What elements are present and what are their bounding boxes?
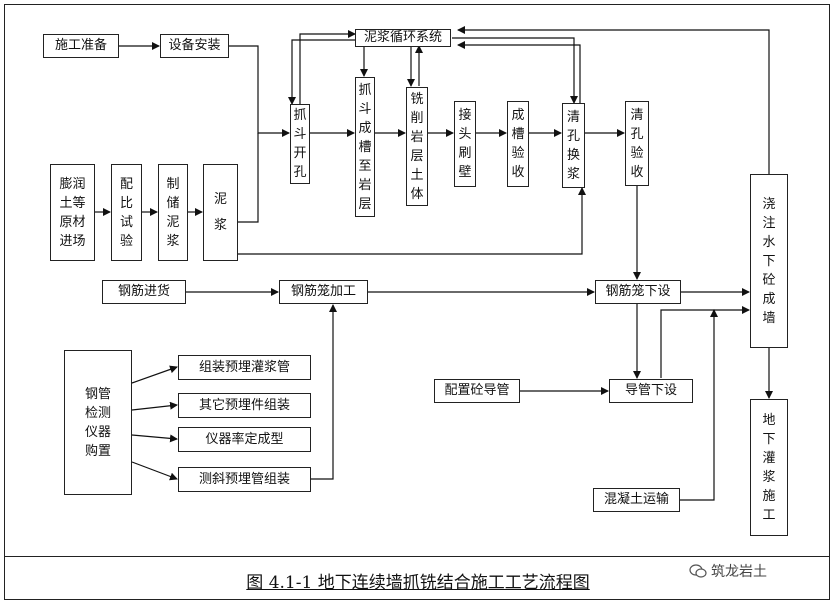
node-cage-fabrication: 钢筋笼加工 (279, 280, 368, 304)
node-mud-cycle-system: 泥浆循环系统 (355, 29, 451, 47)
node-label: 泥浆循环系统 (363, 30, 442, 46)
arrow-cycle-grabopen (288, 39, 355, 105)
arrow-grabopen-cycle (299, 30, 356, 104)
node-tremie-install: 导管下设 (609, 379, 693, 403)
arrow-clean-cycle (457, 41, 581, 103)
arrow-mud-clean (238, 187, 586, 255)
node-joint-brush: 接头刷壁 (454, 101, 476, 187)
node-mill-rock: 铣削岩层土体 (406, 87, 428, 206)
node-label: 测斜预埋管组装 (198, 471, 290, 487)
node-label: 成槽验收 (511, 108, 525, 180)
node-label: 制储泥浆 (166, 176, 180, 249)
node-label: 清孔验收 (630, 107, 644, 180)
node-label: 膨润土等原材进场 (59, 176, 86, 249)
line-mud-up (238, 133, 259, 223)
node-label: 清孔换浆 (567, 109, 581, 182)
arrow-cycle-clean (452, 37, 578, 104)
arrow-tremie-pour (660, 306, 750, 378)
node-label: 泥 浆 (214, 191, 228, 233)
node-mud: 泥 浆 (203, 164, 238, 261)
node-clean-check: 清孔验收 (625, 101, 649, 186)
figure-caption: 图 4.1-1 地下连续墙抓铣结合施工工艺流程图 (0, 568, 836, 593)
node-label: 地下灌浆施工 (762, 412, 776, 523)
arrow-pipe-other (131, 401, 178, 411)
node-cage-install: 钢筋笼下设 (595, 280, 681, 304)
node-label: 浇注水下砼成墙 (762, 196, 776, 326)
node-construction-prep: 施工准备 (43, 34, 119, 58)
node-label: 施工准备 (54, 38, 107, 54)
node-mix-test: 配比试验 (111, 164, 142, 261)
node-label: 混凝土运输 (603, 492, 669, 508)
node-label: 设备安装 (168, 38, 221, 54)
node-ground-grouting: 地下灌浆施工 (750, 399, 788, 536)
arrow-pour-cycle (457, 26, 770, 174)
node-clean-replace: 清孔换浆 (562, 103, 585, 188)
node-label: 导管下设 (624, 383, 677, 399)
node-tremie-config: 配置砼导管 (434, 379, 520, 403)
node-label: 钢筋笼加工 (290, 284, 356, 300)
node-pour-wall: 浇注水下砼成墙 (750, 174, 788, 348)
node-rebar-delivery: 钢筋进货 (102, 280, 186, 304)
caption-divider (4, 556, 830, 557)
arrow-pipe-incl (131, 461, 178, 481)
node-label: 钢管检测仪器购置 (84, 386, 111, 459)
node-label: 抓斗开孔 (293, 108, 307, 180)
node-label: 钢筋笼下设 (605, 284, 671, 300)
node-grout-pipe-assembly: 组装预埋灌浆管 (178, 355, 311, 380)
node-other-embedded: 其它预埋件组装 (178, 393, 311, 418)
node-concrete-transport: 混凝土运输 (593, 488, 680, 512)
node-trench-check: 成槽验收 (507, 101, 529, 187)
node-label: 抓斗成槽至岩层 (358, 82, 372, 212)
watermark-text: 筑龙岩土 (711, 564, 767, 580)
arrow-incl-cagemake (311, 304, 337, 480)
arrow-pipe-instr (131, 434, 178, 443)
node-grab-open: 抓斗开孔 (290, 104, 310, 184)
node-make-mud: 制储泥浆 (158, 164, 188, 261)
node-label: 配比试验 (120, 176, 134, 249)
node-label: 组装预埋灌浆管 (198, 359, 290, 375)
figure-frame (4, 4, 830, 600)
node-equipment-install: 设备安装 (160, 34, 229, 58)
node-label: 其它预埋件组装 (198, 397, 290, 413)
arrow-concrete-pour (680, 309, 718, 501)
watermark: 筑龙岩土 (689, 561, 767, 581)
caption-text: 图 4.1-1 地下连续墙抓铣结合施工工艺流程图 (246, 573, 590, 593)
node-label: 钢筋进货 (117, 284, 170, 300)
node-label: 配置砼导管 (444, 383, 510, 399)
node-grab-to-rock: 抓斗成槽至岩层 (355, 77, 375, 217)
node-inclinometer-pipe: 测斜预埋管组装 (178, 467, 311, 492)
node-raw-material: 膨润土等原材进场 (50, 164, 95, 261)
wechat-icon (689, 564, 707, 578)
node-instrument-calibration: 仪器率定成型 (178, 427, 311, 452)
node-pipe-purchase: 钢管检测仪器购置 (64, 350, 132, 495)
node-label: 仪器率定成型 (205, 431, 284, 447)
arrow-pipe-grout (131, 365, 178, 384)
arrow-equip-grab (229, 45, 290, 137)
node-label: 铣削岩层土体 (410, 91, 424, 202)
node-label: 接头刷壁 (458, 108, 472, 180)
